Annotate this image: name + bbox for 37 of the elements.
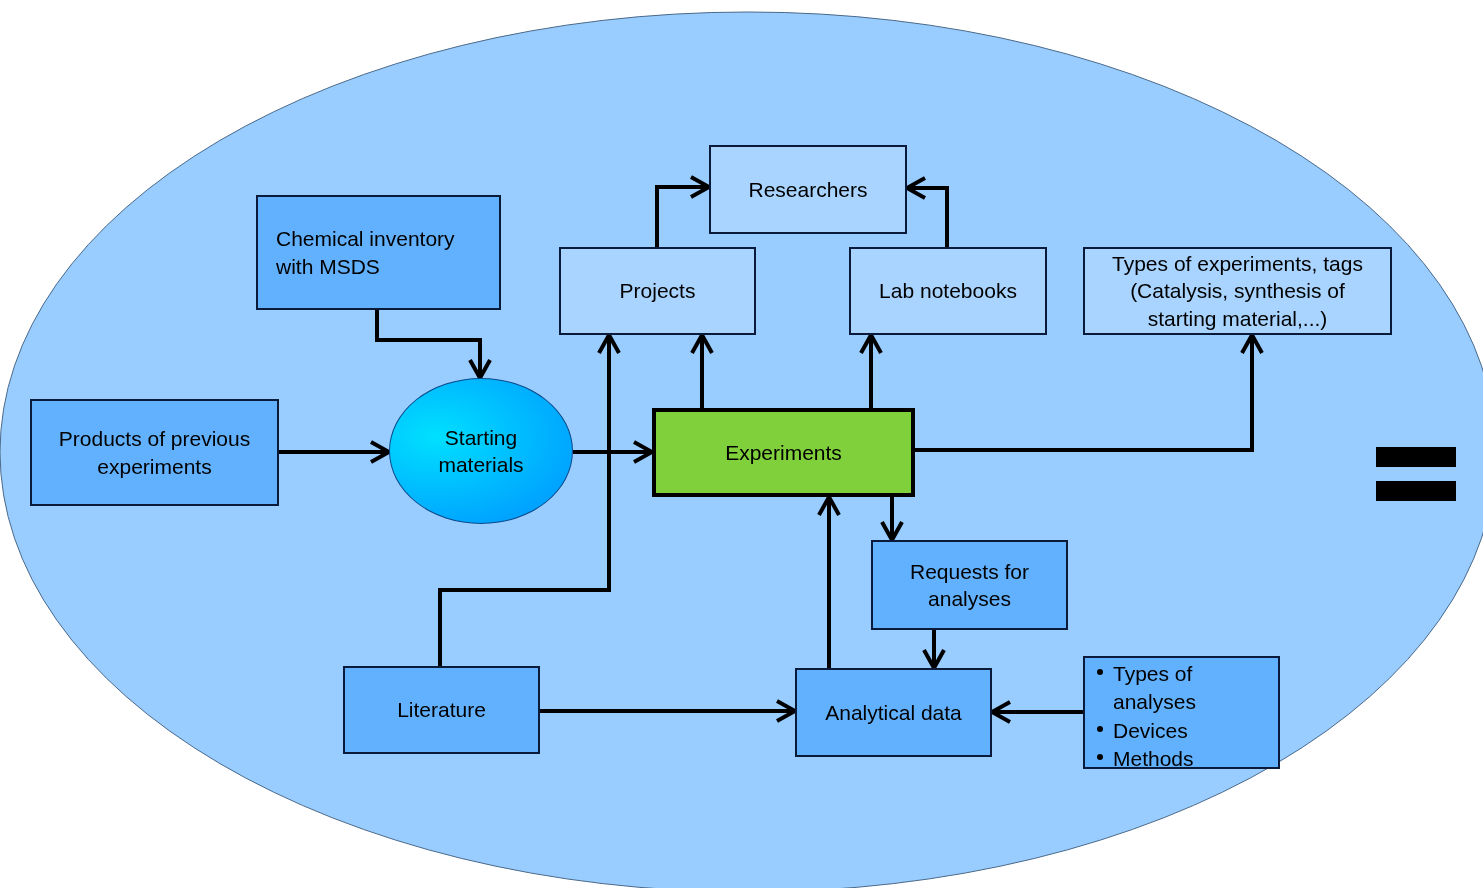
arrow: [922, 630, 946, 670]
list-item: Devices: [1113, 717, 1188, 744]
arrow: [880, 497, 904, 542]
node-label: Starting materials: [437, 424, 525, 478]
process-box: [256, 195, 501, 310]
arrow: [915, 333, 1264, 452]
process-box: [709, 145, 907, 234]
process-box: [30, 399, 279, 506]
node-label: Requests for analyses: [908, 558, 1031, 612]
arrow: [690, 333, 714, 408]
node-label: Analytical data: [825, 699, 962, 726]
process-box: [1083, 247, 1392, 335]
node-label: Chemical inventory with MSDS: [276, 226, 456, 280]
node-label: Literature: [397, 697, 486, 724]
central-process-box: [652, 408, 915, 497]
process-box: [871, 540, 1068, 630]
node-label: Researchers: [748, 176, 868, 203]
arrow: [375, 310, 492, 380]
node-label: Lab notebooks: [879, 278, 1017, 305]
process-box: [343, 666, 540, 754]
arrow: [279, 440, 391, 464]
arrow: [540, 699, 797, 723]
arrow: [573, 440, 654, 464]
process-box: [795, 668, 992, 757]
node-label: Products of previous experiments: [57, 426, 252, 480]
arrow: [438, 333, 621, 666]
node-label: Experiments: [725, 439, 842, 466]
process-box: [559, 247, 756, 335]
node-label: Types of experiments, tags (Catalysis, synthesis of starting material,...): [1111, 251, 1364, 332]
process-box: [849, 247, 1047, 335]
arrow: [655, 175, 711, 247]
list-item: Types of analyses: [1113, 661, 1197, 716]
list-box: [1083, 656, 1280, 769]
node-label: Projects: [619, 278, 696, 305]
arrow: [817, 495, 841, 668]
list-item: Methods: [1113, 746, 1194, 773]
arrow: [859, 333, 883, 408]
